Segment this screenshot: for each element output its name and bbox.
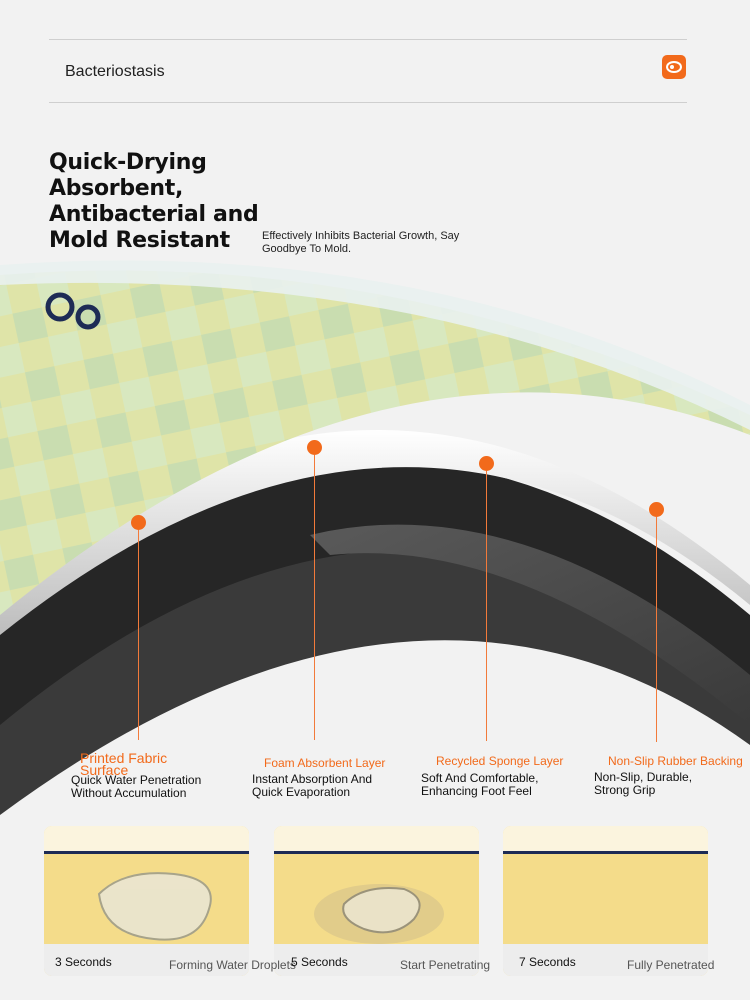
header-divider-top (49, 39, 687, 40)
demo-card-5-seconds (274, 826, 479, 976)
demo-time-5-seconds: 5 Seconds (291, 955, 348, 969)
demo-card-7-seconds (503, 826, 708, 976)
water-droplet-icon (97, 872, 212, 941)
mat-layers-illustration (0, 260, 750, 815)
headline-line-4: Mold Resistant (49, 228, 230, 253)
layer-title-recycled-sponge: Recycled Sponge Layer (436, 754, 564, 768)
demo-time-7-seconds: 7 Seconds (519, 955, 576, 969)
headline-line-3: Antibacterial and (49, 202, 259, 227)
layer-desc-rubber-backing: Non-Slip, Durable, Strong Grip (594, 770, 693, 797)
marker-dot-rubber-backing (649, 502, 664, 517)
demo-caption-5-seconds: Start Penetrating (400, 958, 491, 972)
marker-dot-foam-absorbent (307, 440, 322, 455)
demo-time-3-seconds: 3 Seconds (55, 955, 112, 969)
demo-card-pattern-strip (274, 826, 479, 854)
layer-title-rubber-backing: Non-Slip Rubber Backing (608, 754, 743, 768)
layer-title-printed-fabric: Printed Fabric Surface (80, 750, 168, 778)
headline-line-1: Quick-Drying (49, 150, 207, 175)
header-divider-bottom (49, 102, 687, 103)
demo-card-pattern-strip (503, 826, 708, 854)
demo-card-3-seconds (44, 826, 249, 976)
shield-badge-icon (662, 55, 686, 79)
layer-desc-recycled-sponge: Soft And Comfortable, Enhancing Foot Fee… (421, 771, 539, 798)
demo-card-footer (503, 944, 708, 976)
headline: Quick-Drying Absorbent, Antibacterial an… (49, 150, 259, 254)
water-droplet-icon (314, 884, 444, 944)
marker-dot-printed-fabric (131, 515, 146, 530)
layer-title-foam-absorbent: Foam Absorbent Layer (264, 756, 386, 770)
marker-line-rubber-backing (656, 517, 657, 742)
header-title: Bacteriostasis (65, 63, 165, 80)
demo-card-pattern-strip (44, 826, 249, 854)
marker-line-printed-fabric (138, 530, 139, 740)
layer-desc-foam-absorbent: Instant Absorption And Quick Evaporation (252, 772, 373, 799)
demo-card-footer (44, 944, 249, 976)
demo-card-footer (274, 944, 479, 976)
demo-caption-7-seconds: Fully Penetrated (627, 958, 715, 972)
headline-subtitle: Effectively Inhibits Bacterial Growth, S… (262, 230, 460, 255)
marker-line-foam-absorbent (314, 455, 315, 740)
marker-dot-recycled-sponge (479, 456, 494, 471)
marker-line-recycled-sponge (486, 471, 487, 741)
layer-desc-printed-fabric: Quick Water Penetration Without Accumula… (71, 773, 202, 800)
demo-caption-3-seconds: Forming Water Droplets (169, 958, 296, 972)
headline-line-2: Absorbent, (49, 176, 184, 201)
